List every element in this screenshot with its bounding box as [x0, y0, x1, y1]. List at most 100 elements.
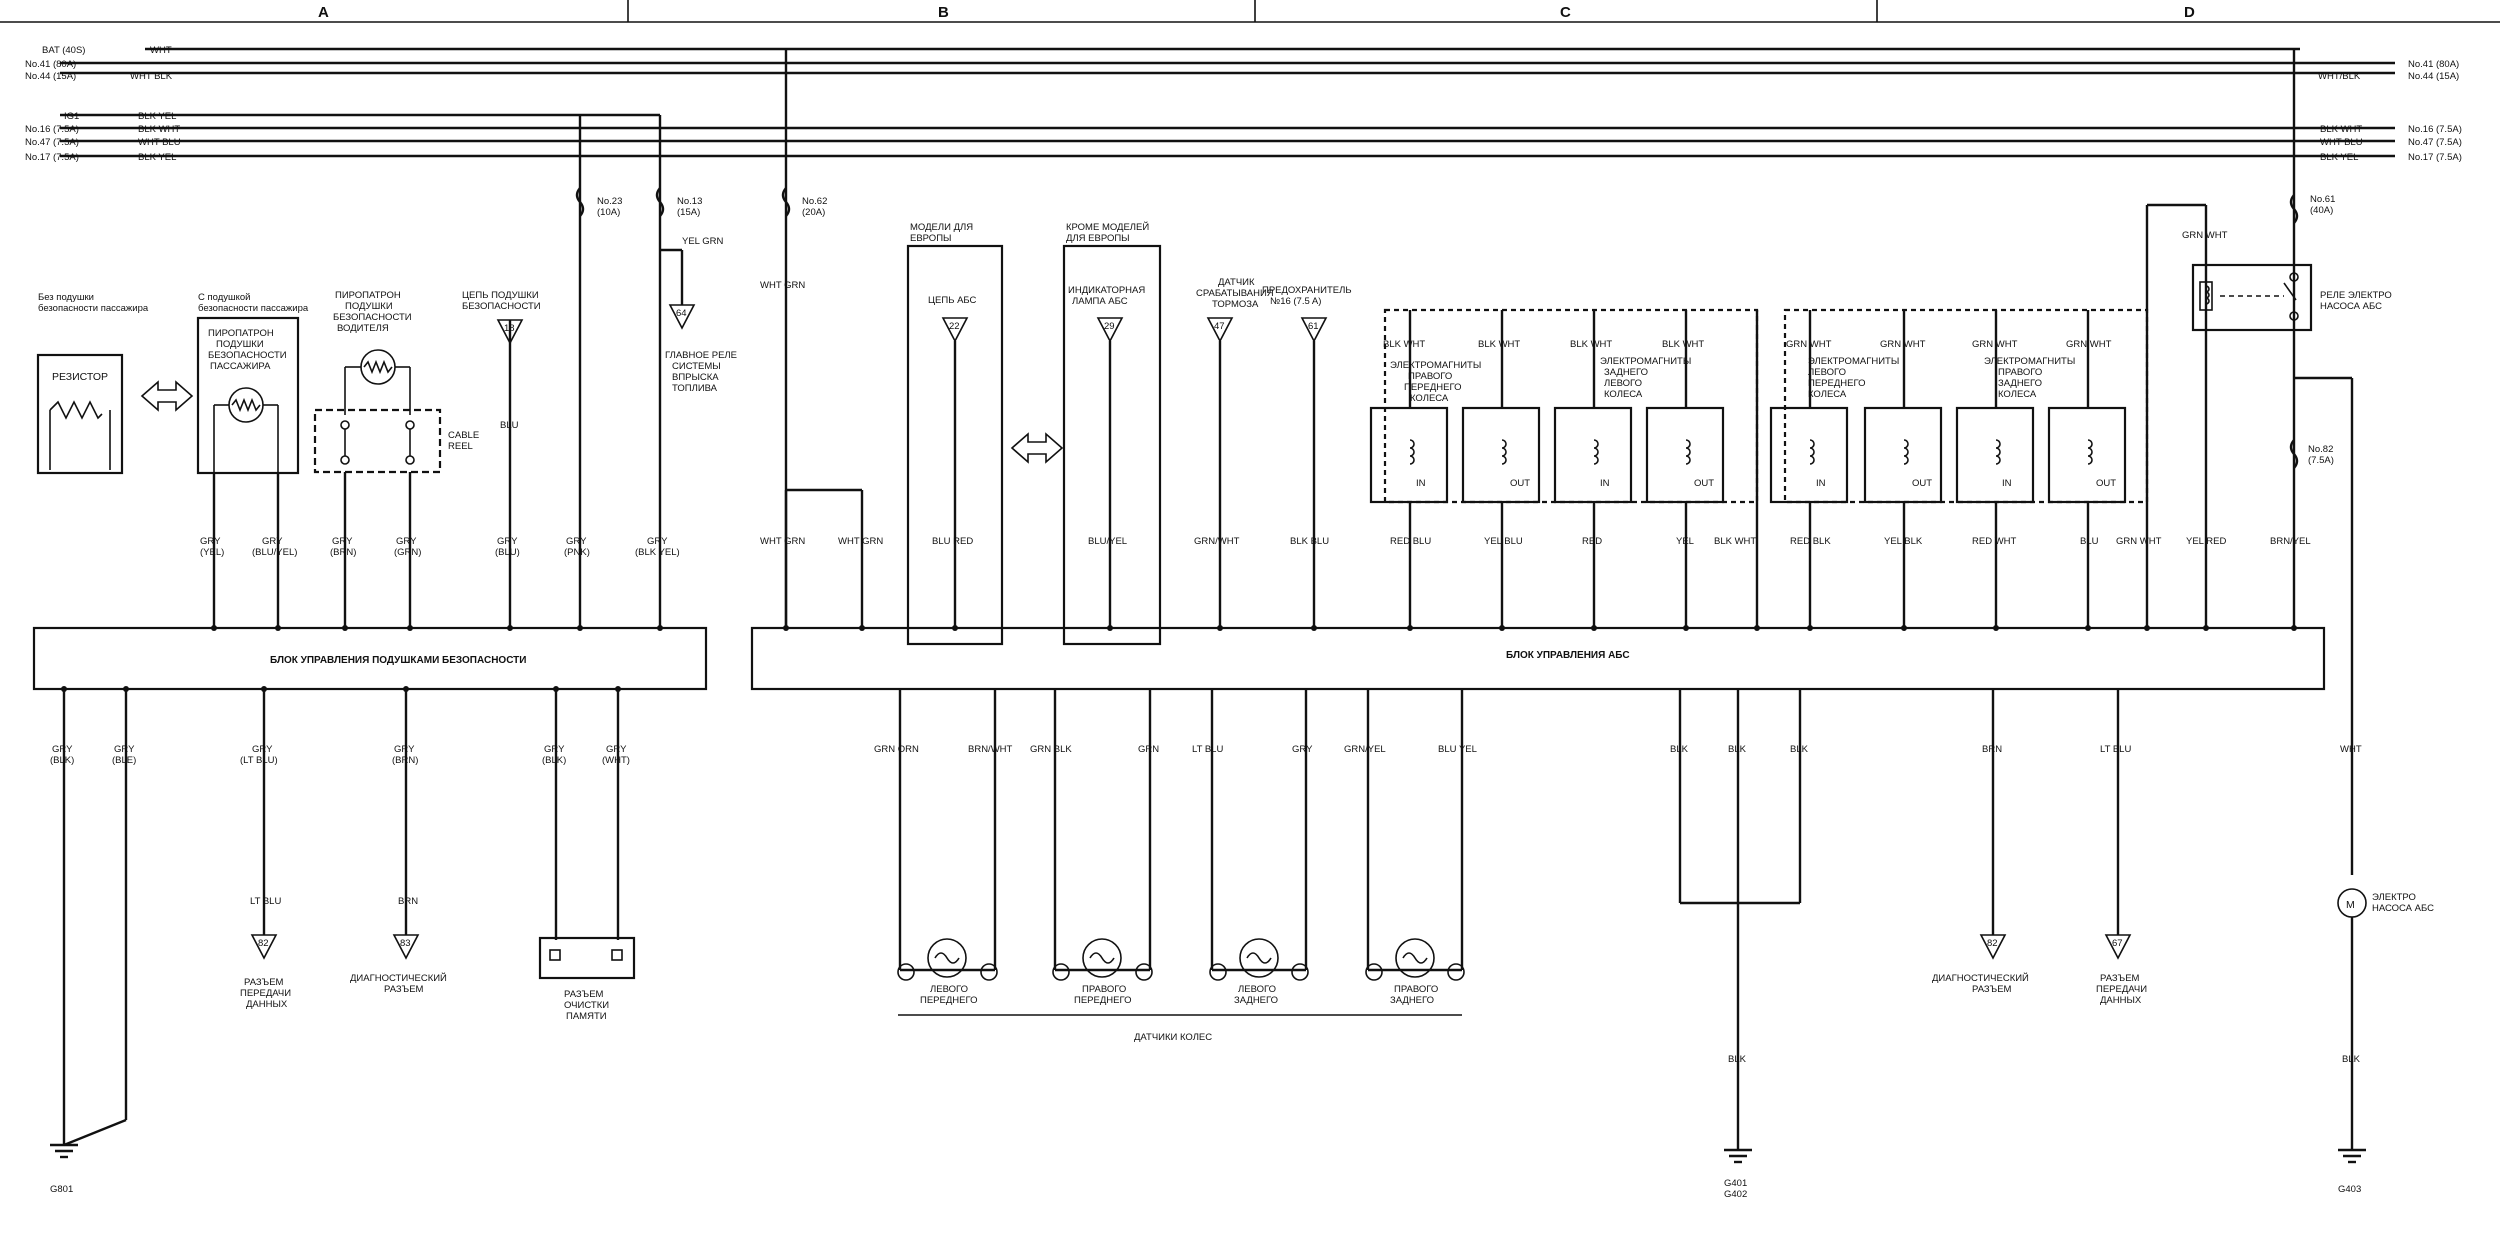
supply-no17-right: No.17 (7.5A) — [2408, 152, 2462, 163]
diagram-frame — [0, 0, 2500, 23]
abs-lamp-2: ЛАМПА АБС — [1072, 296, 1128, 307]
fuse-no82-label: No.82 — [2308, 444, 2333, 455]
fuse-no82-rating: (7.5A) — [2308, 455, 2334, 466]
abs-blk-1: BLK — [1670, 744, 1689, 755]
fuse-ref-2: №16 (7.5 A) — [1270, 296, 1321, 307]
srs-data-conn-3: ДАННЫХ — [246, 999, 288, 1010]
supply-no41-right: No.41 (80A) — [2408, 59, 2459, 70]
with-airbag-label-2: безопасности пассажира — [198, 303, 309, 314]
sol-top-3: BLK WHT — [1570, 339, 1612, 350]
drv-squib-1: ПИРОПАТРОН — [335, 290, 401, 301]
srs-indicator-triangle — [496, 319, 524, 345]
brake-sw-3: ТОРМОЗА — [1212, 299, 1259, 310]
srs-data-conn-2: ПЕРЕДАЧИ — [240, 988, 291, 999]
wheel-sensor-icons — [897, 938, 1465, 981]
sol-front-l-4: КОЛЕСА — [1808, 389, 1847, 400]
ground-g403-icon — [2338, 1148, 2366, 1164]
non-europe-variant-box — [1062, 244, 1162, 646]
srs-bot-wire-3a: GRY — [252, 744, 273, 755]
abs-blk-blu-wire: BLK BLU — [1290, 536, 1329, 547]
column-label-a: A — [318, 4, 329, 21]
alt-variant-arrow — [140, 380, 194, 412]
pump-relay-box — [2191, 263, 2313, 332]
wire-wht-top: WHT — [150, 45, 172, 56]
sol-rear-r-4: КОЛЕСА — [1998, 389, 2037, 400]
abs-grn-wht-wire: GRN/WHT — [1194, 536, 1240, 547]
abs-blk-3: BLK — [1790, 744, 1809, 755]
sensor-4-label-2: ЗАДНЕГО — [1390, 995, 1434, 1006]
sol-rear-r-2: ПРАВОГО — [1998, 367, 2042, 378]
sol-bot-2: YEL BLU — [1484, 536, 1523, 547]
srs-diag-conn-2: РАЗЪЕМ — [384, 984, 424, 995]
sol-io-1: IN — [1416, 478, 1426, 489]
srs-top-wire-5b: (BLU) — [495, 547, 520, 558]
srs-bot-wire-1a: GRY — [52, 744, 73, 755]
wire-wht-blk-left: WHT BLK — [130, 71, 173, 82]
fuse-no13 — [655, 187, 665, 217]
abs-ground-wiring — [1678, 689, 2120, 1150]
drv-squib-2: ПОДУШКИ — [345, 301, 393, 312]
mem-clear-2: ОЧИСТКИ — [564, 1000, 609, 1011]
drv-squib-3: БЕЗОПАСНОСТИ — [333, 312, 412, 323]
fuse-no61 — [2289, 194, 2299, 224]
fuse-ref-num: 61 — [1308, 321, 1319, 332]
srs-blu-wire: BLU — [500, 420, 519, 431]
ground-g801-icon — [50, 1143, 78, 1159]
supply-no44-left: No.44 (15A) — [25, 71, 76, 82]
column-label-c: C — [1560, 4, 1571, 21]
passenger-squib-box — [196, 316, 300, 475]
sol-io-3: IN — [1600, 478, 1610, 489]
srs-circuit-num: 18 — [504, 323, 515, 334]
fuse-no82 — [2289, 439, 2299, 469]
srs-top-wire-4b: (GRN) — [394, 547, 421, 558]
sol-io-6: OUT — [1912, 478, 1932, 489]
srs-bot-wire-5a: GRY — [544, 744, 565, 755]
pass-squib-2: ПОДУШКИ — [216, 339, 264, 350]
wire-wht-blu-right: WHT BLU — [2320, 137, 2363, 148]
mem-clear-1: РАЗЪЕМ — [564, 989, 604, 1000]
srs-top-wire-6a: GRY — [566, 536, 587, 547]
sol-bot-5: RED BLK — [1790, 536, 1831, 547]
wire-blk-wht-right: BLK WHT — [2320, 124, 2362, 135]
sol-front-l-2: ЛЕВОГО — [1808, 367, 1846, 378]
abs-data-conn-2: ПЕРЕДАЧИ — [2096, 984, 2147, 995]
wire-blk-yel-left: BLK YEL — [138, 152, 176, 163]
abs-grn-wht-relay: GRN WHT — [2182, 230, 2228, 241]
memory-clear-connector — [538, 936, 636, 980]
cable-reel-box — [313, 408, 442, 474]
pass-squib-3: БЕЗОПАСНОСТИ — [208, 350, 287, 361]
sol-front-l-1: ЭЛЕКТРОМАГНИТЫ — [1808, 356, 1899, 367]
sensor-4-label-1: ПРАВОГО — [1394, 984, 1438, 995]
abs-blk-4: BLK — [1728, 1054, 1747, 1065]
srs-lt-blu-wire: LT BLU — [250, 896, 281, 907]
column-label-d: D — [2184, 4, 2195, 21]
no-airbag-label-2: безопасности пассажира — [38, 303, 149, 314]
non-europe-label-1: КРОМЕ МОДЕЛЕЙ — [1066, 221, 1149, 233]
abs-wht-grn-1: WHT GRN — [760, 536, 805, 547]
sol-bot-6: YEL BLK — [1884, 536, 1923, 547]
no-airbag-label-1: Без подушки — [38, 292, 94, 303]
srs-bot-wire-6b: (WHT) — [602, 755, 630, 766]
pump-motor-label-2: НАСОСА АБС — [2372, 903, 2434, 914]
pump-motor-letter: M — [2346, 899, 2355, 911]
main-relay-1: ГЛАВНОЕ РЕЛЕ — [665, 350, 737, 361]
fuse-ref-1: ПРЕДОХРАНИТЕЛЬ — [1262, 285, 1352, 296]
pass-squib-1: ПИРОПАТРОН — [208, 328, 274, 339]
abs-brn-wire: BRN — [1982, 744, 2002, 755]
pump-relay-label-2: НАСОСА АБС — [2320, 301, 2382, 312]
srs-top-wire-5a: GRY — [497, 536, 518, 547]
sensor-1-label-2: ПЕРЕДНЕГО — [920, 995, 977, 1006]
srs-circuit-2: БЕЗОПАСНОСТИ — [462, 301, 541, 312]
srs-data-conn-1: РАЗЪЕМ — [244, 977, 284, 988]
abs-yel-red-wire: YEL RED — [2186, 536, 2226, 547]
main-relay-num: 64 — [676, 308, 687, 319]
sensor-wire-1: GRN ORN — [874, 744, 919, 755]
abs-diag-conn-num: 82 — [1987, 938, 1998, 949]
sol-front-r-4: КОЛЕСА — [1410, 393, 1449, 404]
pump-motor-label-1: ЭЛЕКТРО — [2372, 892, 2416, 903]
sensor-wire-3: GRN BLK — [1030, 744, 1072, 755]
srs-bot-wire-2a: GRY — [114, 744, 135, 755]
main-relay-triangle — [668, 304, 696, 330]
abs-blu-yel-wire: BLU/YEL — [1088, 536, 1127, 547]
